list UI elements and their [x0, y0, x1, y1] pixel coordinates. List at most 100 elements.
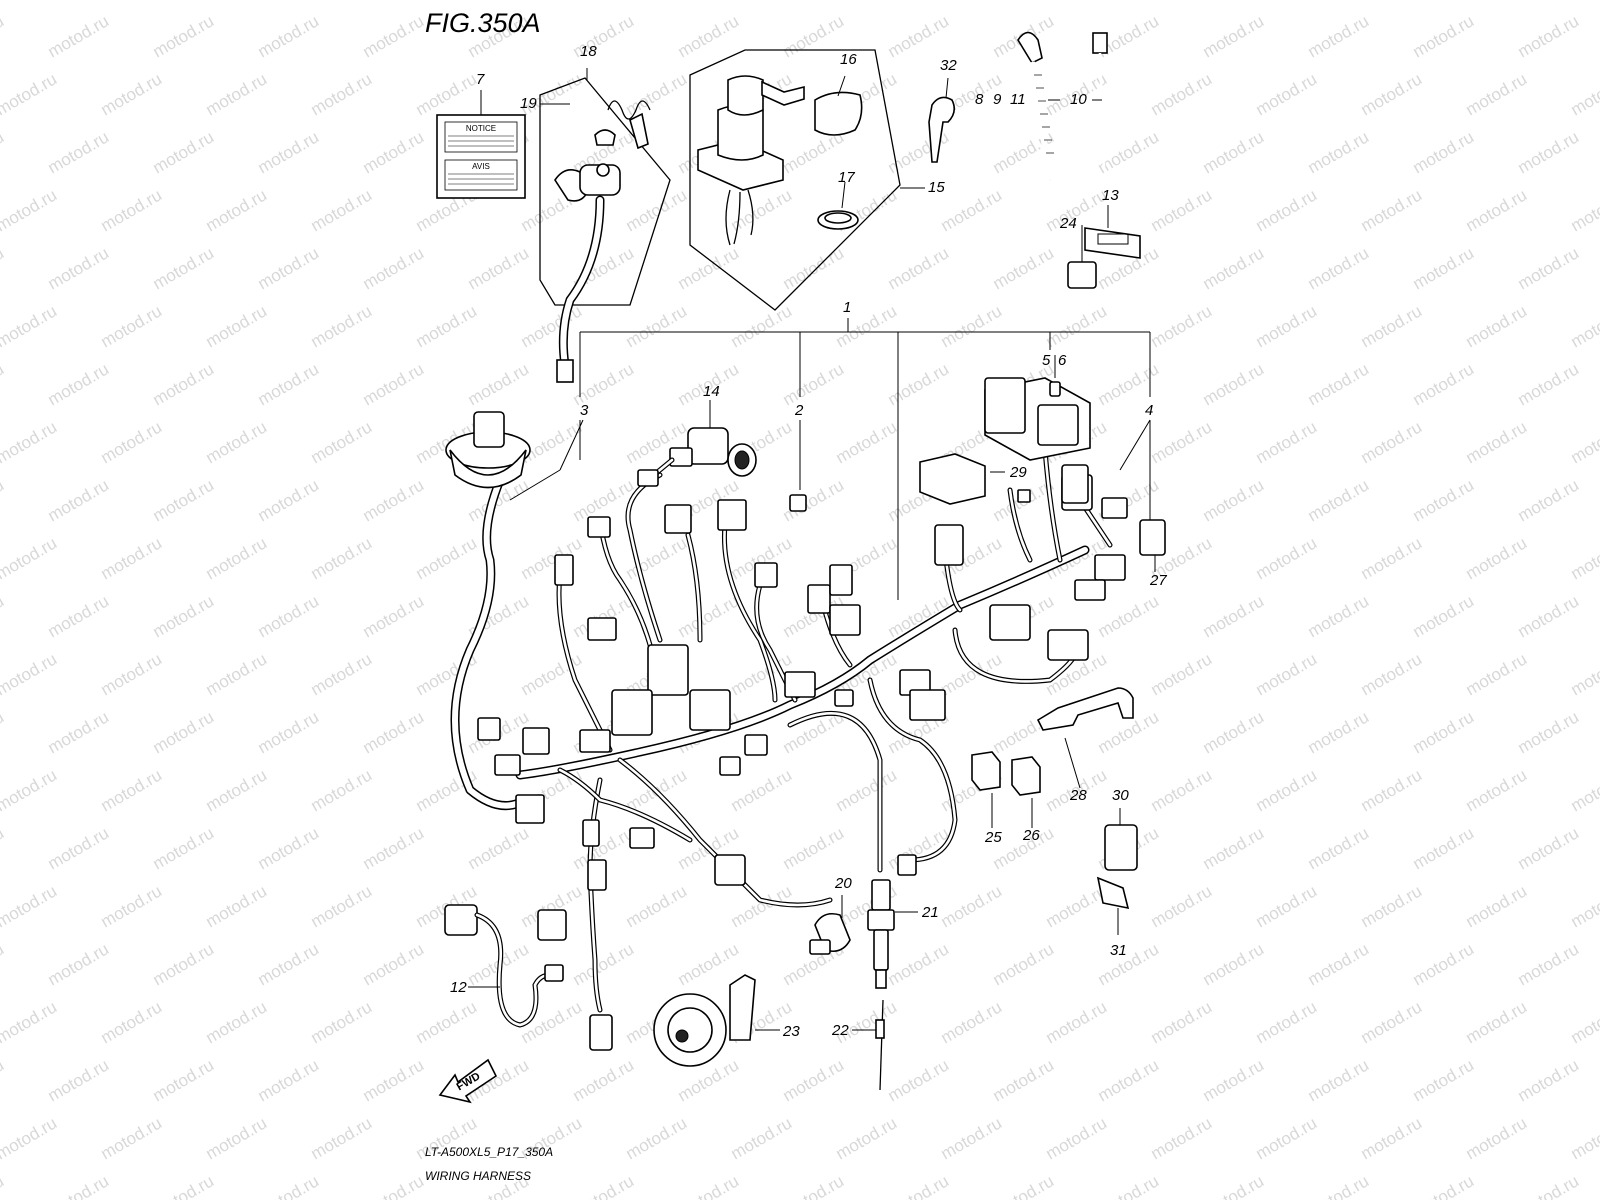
watermark-text: motod.ru — [0, 1171, 7, 1200]
watermark-text: motod.ru — [1410, 127, 1478, 177]
watermark-text: motod.ru — [1568, 765, 1600, 815]
callout-29: 29 — [1009, 464, 1027, 481]
watermark-text: motod.ru — [623, 0, 691, 3]
watermark-text: motod.ru — [308, 185, 376, 235]
watermark-text: motod.ru — [1463, 69, 1531, 119]
watermark-text: motod.ru — [1410, 939, 1478, 989]
callout-21: 21 — [921, 904, 939, 921]
watermark-text: motod.ru — [1095, 939, 1163, 989]
watermark-text: motod.ru — [518, 533, 586, 583]
callout-5: 5 — [1042, 352, 1051, 369]
cable-tie-part — [1092, 32, 1108, 171]
watermark-text: motod.ru — [0, 533, 60, 583]
callout-12: 12 — [450, 979, 467, 996]
watermark-text: motod.ru — [570, 1171, 638, 1200]
main-wiring-harness — [444, 355, 1166, 1091]
watermark-text: motod.ru — [885, 1171, 953, 1200]
watermark-text: motod.ru — [1463, 533, 1531, 583]
callout-labels: 1 2 3 4 5 6 7 8 9 10 11 12 13 14 15 16 1… — [450, 43, 1167, 1040]
watermark-text: motod.ru — [0, 649, 60, 699]
watermark-text: motod.ru — [0, 301, 60, 351]
watermark-text: motod.ru — [728, 0, 796, 3]
watermark-text: motod.ru — [0, 417, 60, 467]
watermark-text: motod.ru — [413, 69, 481, 119]
watermark-text: motod.ru — [0, 69, 60, 119]
watermark-text: motod.ru — [623, 881, 691, 931]
callout-10: 10 — [1070, 91, 1087, 108]
watermark-text: motod.ru — [308, 69, 376, 119]
watermark-text: motod.ru — [1148, 649, 1216, 699]
watermark-text: motod.ru — [0, 359, 7, 409]
watermark-text: motod.ru — [1358, 69, 1426, 119]
watermark-text: motod.ru — [938, 301, 1006, 351]
watermark-text: motod.ru — [1305, 243, 1373, 293]
watermark-text: motod.ru — [780, 243, 848, 293]
watermark-text: motod.ru — [1568, 533, 1600, 583]
watermark-text: motod.ru — [1095, 1055, 1163, 1105]
watermark-text: motod.ru — [1463, 0, 1531, 3]
watermark-text: motod.ru — [1568, 997, 1600, 1047]
watermark-text: motod.ru — [150, 1171, 218, 1200]
watermark-text: motod.ru — [675, 591, 743, 641]
watermark-text: motod.ru — [98, 0, 166, 3]
watermark-text: motod.ru — [150, 1055, 218, 1105]
watermark-text: motod.ru — [465, 359, 533, 409]
watermark-text: motod.ru — [1568, 301, 1600, 351]
watermark-text: motod.ru — [360, 11, 428, 61]
watermark-text: motod.ru — [1568, 0, 1600, 3]
watermark-text: motod.ru — [150, 707, 218, 757]
watermark-text: motod.ru — [0, 881, 60, 931]
watermark-text: motod.ru — [1410, 11, 1478, 61]
watermark-text: motod.ru — [413, 0, 481, 3]
watermark-text: motod.ru — [150, 475, 218, 525]
diagram-caption: WIRING HARNESS — [425, 1169, 531, 1183]
watermark-text: motod.ru — [1515, 475, 1583, 525]
watermark-text: motod.ru — [45, 359, 113, 409]
watermark-text: motod.ru — [308, 417, 376, 467]
watermark-text: motod.ru — [0, 997, 60, 1047]
watermark-text: motod.ru — [98, 69, 166, 119]
watermark-text: motod.ru — [308, 301, 376, 351]
watermark-text: motod.ru — [938, 881, 1006, 931]
watermark-text: motod.ru — [203, 997, 271, 1047]
watermark-text: motod.ru — [255, 939, 323, 989]
callout-23: 23 — [782, 1023, 800, 1040]
sub-harness-12 — [444, 904, 564, 1028]
accessory-socket-part — [637, 400, 757, 487]
watermark-text: motod.ru — [98, 649, 166, 699]
watermark-text: motod.ru — [1515, 1171, 1583, 1200]
watermark-text: motod.ru — [1305, 823, 1373, 873]
watermark-text: motod.ru — [45, 1171, 113, 1200]
watermark-text: motod.ru — [1515, 1055, 1583, 1105]
watermark-text: motod.ru — [1253, 1113, 1321, 1163]
watermark-text: motod.ru — [0, 1113, 60, 1163]
watermark-text: motod.ru — [0, 707, 7, 757]
watermark-text: motod.ru — [1515, 359, 1583, 409]
callout-2: 2 — [794, 402, 804, 419]
watermark-text: motod.ru — [1200, 591, 1268, 641]
watermark-text: motod.ru — [518, 0, 586, 3]
watermark-text: motod.ru — [45, 591, 113, 641]
relay-part — [919, 453, 1005, 505]
fuse-box-part — [984, 355, 1091, 504]
watermark-text: motod.ru — [360, 939, 428, 989]
watermark-text: motod.ru — [255, 11, 323, 61]
watermark-text: motod.ru — [45, 475, 113, 525]
watermark-text: motod.ru — [1463, 185, 1531, 235]
watermark-text: motod.ru — [1463, 997, 1531, 1047]
watermark-text: motod.ru — [98, 301, 166, 351]
watermark-text: motod.ru — [780, 1171, 848, 1200]
watermark-text: motod.ru — [45, 707, 113, 757]
watermark-text: motod.ru — [990, 243, 1058, 293]
watermark-text: motod.ru — [98, 533, 166, 583]
callout-27: 27 — [1149, 572, 1167, 589]
watermark-text: motod.ru — [150, 243, 218, 293]
callout-26: 26 — [1022, 827, 1040, 844]
watermark-text: motod.ru — [1148, 0, 1216, 3]
watermark-text: motod.ru — [1410, 243, 1478, 293]
watermark-text: motod.ru — [990, 939, 1058, 989]
watermark-text: motod.ru — [255, 475, 323, 525]
watermark-text: motod.ru — [45, 243, 113, 293]
watermark-text: motod.ru — [1200, 243, 1268, 293]
